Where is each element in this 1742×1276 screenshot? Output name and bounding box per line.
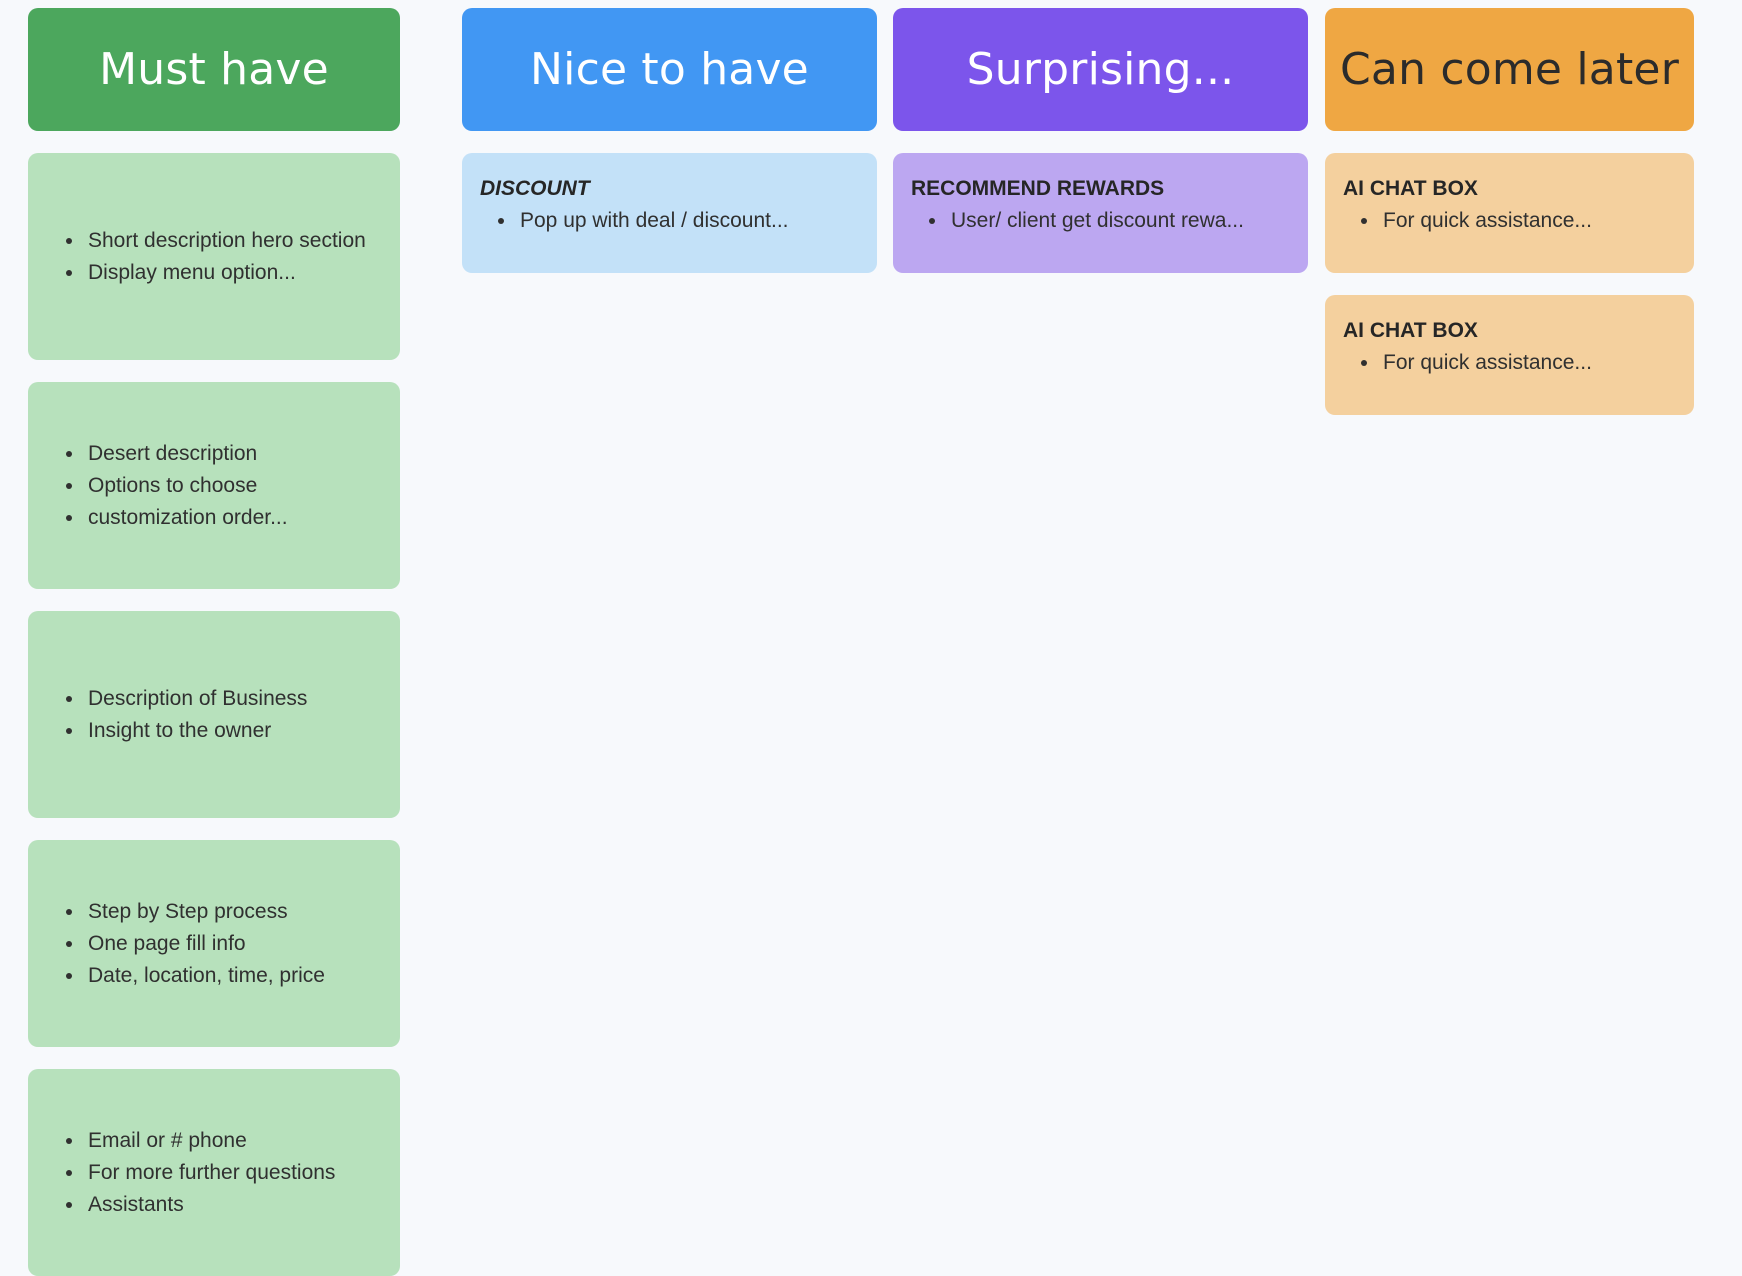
card-title: AI CHAT BOX [1343, 319, 1478, 342]
card-bullet-item: For more further questions [85, 1157, 374, 1189]
card-bullet-item: Insight to the owner [85, 715, 374, 747]
card-bullet-item: Email or # phone [85, 1125, 374, 1157]
card[interactable]: RECOMMEND REWARDS User/ client get disco… [893, 153, 1308, 273]
column-can-come-later: Can come later AI CHAT BOX For quick ass… [1325, 8, 1694, 415]
card-bullet-item: For quick assistance... [1380, 205, 1676, 237]
card-bullet-item: Pop up with deal / discount... [517, 205, 859, 237]
column-title: Can come later [1340, 44, 1679, 95]
column-title: Nice to have [530, 44, 809, 95]
card[interactable]: Desert description Options to choose cus… [28, 382, 400, 589]
card[interactable]: DISCOUNT Pop up with deal / discount... [462, 153, 877, 273]
column-header-surprising[interactable]: Surprising... [893, 8, 1308, 131]
card-bullet-list: Desert description Options to choose cus… [48, 438, 374, 534]
card-bullet-item: User/ client get discount rewa... [948, 205, 1290, 237]
card-bullet-list: Step by Step process One page fill info … [48, 896, 374, 992]
column-header-must-have[interactable]: Must have [28, 8, 400, 131]
card[interactable]: Description of Business Insight to the o… [28, 611, 400, 818]
column-title: Must have [99, 44, 329, 95]
column-title: Surprising... [966, 44, 1235, 95]
card-bullet-item: Date, location, time, price [85, 960, 374, 992]
column-header-nice-to-have[interactable]: Nice to have [462, 8, 877, 131]
card-bullet-list: Email or # phone For more further questi… [48, 1125, 374, 1221]
card-title: AI CHAT BOX [1343, 177, 1478, 200]
card-bullet-item: For quick assistance... [1380, 347, 1676, 379]
column-header-can-come-later[interactable]: Can come later [1325, 8, 1694, 131]
card[interactable]: Step by Step process One page fill info … [28, 840, 400, 1047]
card-bullet-list: User/ client get discount rewa... [911, 205, 1290, 237]
card-bullet-item: Options to choose [85, 470, 374, 502]
card-title: DISCOUNT [480, 177, 590, 200]
card-bullet-item: One page fill info [85, 928, 374, 960]
card[interactable]: Email or # phone For more further questi… [28, 1069, 400, 1276]
card[interactable]: Short description hero section Display m… [28, 153, 400, 360]
card-bullet-item: Description of Business [85, 683, 374, 715]
column-must-have: Must have Short description hero section… [28, 8, 400, 1276]
card-bullet-item: Assistants [85, 1189, 374, 1221]
card-bullet-list: Short description hero section Display m… [48, 225, 374, 289]
card-title: RECOMMEND REWARDS [911, 177, 1165, 200]
card-bullet-item: Step by Step process [85, 896, 374, 928]
card-bullet-list: For quick assistance... [1343, 347, 1676, 379]
card-bullet-item: Short description hero section [85, 225, 374, 257]
card[interactable]: AI CHAT BOX For quick assistance... [1325, 153, 1694, 273]
card-bullet-list: For quick assistance... [1343, 205, 1676, 237]
card-bullet-list: Description of Business Insight to the o… [48, 683, 374, 747]
card-bullet-item: Desert description [85, 438, 374, 470]
column-surprising: Surprising... RECOMMEND REWARDS User/ cl… [893, 8, 1308, 273]
card-bullet-list: Pop up with deal / discount... [480, 205, 859, 237]
card-bullet-item: Display menu option... [85, 257, 374, 289]
card[interactable]: AI CHAT BOX For quick assistance... [1325, 295, 1694, 415]
card-bullet-item: customization order... [85, 502, 374, 534]
column-nice-to-have: Nice to have DISCOUNT Pop up with deal /… [462, 8, 877, 273]
